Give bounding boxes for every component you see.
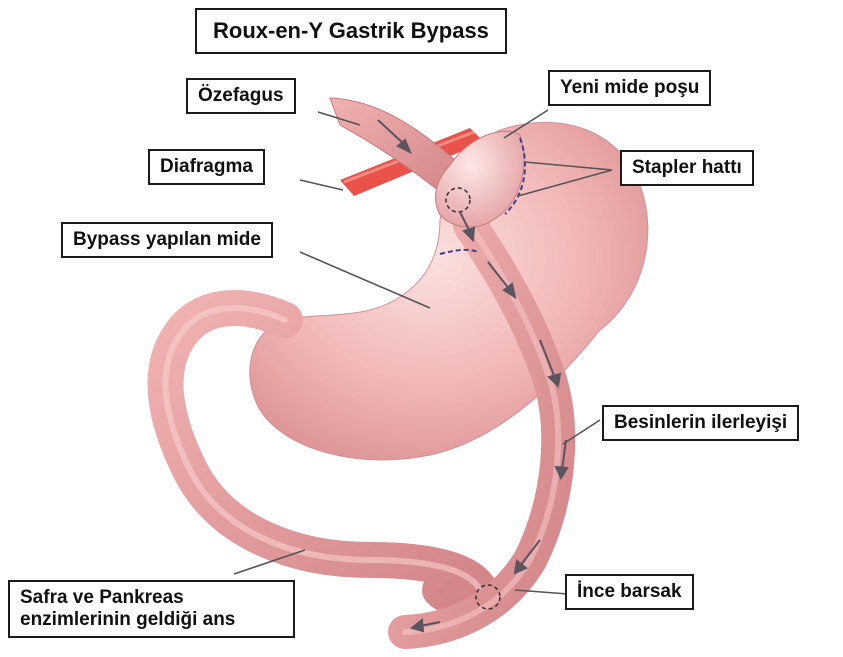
label-diafragma: Diafragma [148, 149, 265, 185]
diagram-title: Roux-en-Y Gastrik Bypass [195, 8, 507, 54]
label-safra-line-2: enzimlerinin geldiği ans [20, 609, 283, 631]
label-safra-line-1: Safra ve Pankreas [20, 587, 283, 609]
label-ince-barsak: İnce barsak [565, 574, 694, 610]
label-ozefagus: Özefagus [186, 78, 296, 114]
label-besinlerin-ilerleyisi: Besinlerin ilerleyişi [602, 405, 799, 441]
label-safra-pankreas: Safra ve Pankreas enzimlerinin geldiği a… [8, 580, 295, 638]
label-bypass-mide: Bypass yapılan mide [61, 222, 273, 258]
label-stapler-hatti: Stapler hattı [620, 150, 754, 186]
label-yeni-mide-posu: Yeni mide poşu [548, 70, 711, 106]
